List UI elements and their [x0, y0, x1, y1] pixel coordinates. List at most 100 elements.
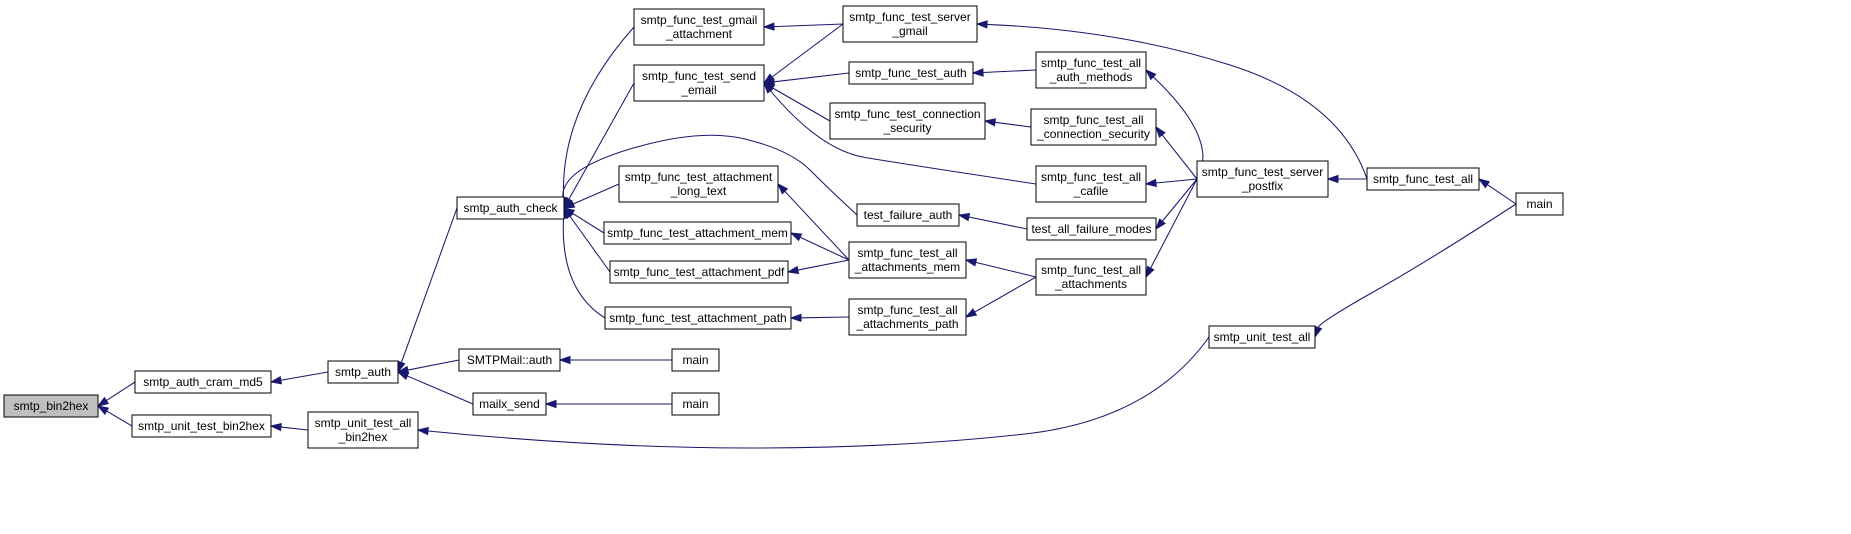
node-label: smtp_func_test_attachment_path — [609, 311, 786, 325]
node-label: smtp_func_test_connection — [834, 107, 980, 121]
arrowhead — [964, 308, 978, 318]
edge-attach-pdf-to-auth-check — [563, 206, 611, 273]
node-smtpmail-auth[interactable]: SMTPMail::auth — [458, 348, 561, 372]
node-unit-all-bin2hex[interactable]: smtp_unit_test_all_bin2hex — [307, 411, 419, 449]
node-box — [456, 196, 565, 220]
arrowhead — [396, 371, 410, 380]
node-box — [1026, 217, 1157, 241]
edge-line — [1317, 203, 1517, 328]
node-box — [633, 8, 765, 46]
node-conn-sec[interactable]: smtp_func_test_connection_security — [829, 102, 986, 140]
node-layer: smtp_bin2hex smtp_auth_cram_md5 smtp_unit_… — [3, 5, 1564, 449]
node-attach-pdf[interactable]: smtp_func_test_attachment_pdf — [609, 260, 789, 284]
node-label: _connection_security — [1036, 127, 1150, 141]
node-label: smtp_func_test_attachment_mem — [607, 226, 788, 240]
node-test-auth[interactable]: smtp_func_test_auth — [848, 61, 974, 85]
node-func-test-all[interactable]: smtp_func_test_all — [1366, 167, 1480, 191]
arrowhead — [975, 20, 988, 29]
node-mailx-send[interactable]: mailx_send — [472, 392, 547, 416]
node-unit-test-all[interactable]: smtp_unit_test_all — [1208, 325, 1316, 349]
node-box — [458, 348, 561, 372]
node-label: smtp_func_test_all — [1043, 113, 1143, 127]
node-box — [1515, 192, 1564, 216]
node-all-cafile[interactable]: smtp_func_test_all_cafile — [1035, 165, 1147, 203]
edge-line — [407, 359, 460, 371]
edge-line — [975, 261, 1037, 278]
node-attach-mem[interactable]: smtp_func_test_attachment_mem — [603, 221, 792, 245]
node-label: smtp_func_test_all — [1041, 170, 1141, 184]
arrowhead — [1477, 178, 1491, 189]
edge-line — [1486, 184, 1517, 205]
edge-line — [986, 23, 1368, 180]
node-bin2hex[interactable]: smtp_bin2hex — [3, 394, 99, 418]
node-all-auth-methods[interactable]: smtp_func_test_all_auth_methods — [1035, 51, 1147, 89]
node-box — [1366, 167, 1480, 191]
node-smtp-auth[interactable]: smtp_auth — [327, 360, 399, 384]
node-label: _auth_methods — [1049, 70, 1133, 84]
node-box — [327, 360, 399, 384]
node-main-c[interactable]: main — [1515, 192, 1564, 216]
node-label: smtp_func_test_server — [1202, 165, 1323, 179]
arrowhead — [983, 118, 996, 127]
edge-unit-bin2hex-to-bin2hex — [96, 405, 133, 427]
arrowhead — [971, 68, 984, 77]
node-cram-md5[interactable]: smtp_auth_cram_md5 — [134, 370, 272, 394]
edge-cram-md5-to-bin2hex — [96, 381, 136, 407]
node-box — [671, 392, 720, 416]
node-auth-check[interactable]: smtp_auth_check — [456, 196, 565, 220]
node-label: _attachments_path — [855, 317, 958, 331]
arrowhead — [269, 422, 282, 432]
node-label: smtp_func_test_all — [1041, 56, 1141, 70]
node-main-b[interactable]: main — [671, 392, 720, 416]
node-label: _attachment — [665, 27, 733, 41]
node-label: smtp_auth — [335, 365, 391, 379]
edge-line — [568, 82, 635, 200]
node-all-attach-mem[interactable]: smtp_func_test_all_attachments_mem — [848, 241, 967, 279]
edge-line — [1152, 76, 1204, 180]
node-attach-long[interactable]: smtp_func_test_attachment_long_text — [618, 165, 779, 203]
node-all-attach-path[interactable]: smtp_func_test_all_attachments_path — [848, 298, 967, 336]
arrowhead — [1144, 68, 1157, 81]
node-main-a[interactable]: main — [671, 348, 720, 372]
edge-main-b-to-mailx-send — [544, 399, 672, 409]
edge-line — [280, 371, 329, 381]
node-box — [671, 348, 720, 372]
arrowhead — [1155, 125, 1166, 138]
edge-attach-path-to-auth-check — [559, 206, 606, 319]
arrowhead — [96, 396, 110, 407]
edge-line — [106, 381, 136, 401]
node-server-gmail[interactable]: smtp_func_test_server_gmail — [842, 5, 978, 43]
node-box — [829, 102, 986, 140]
node-send-email[interactable]: smtp_func_test_send_email — [633, 64, 765, 102]
edge-line — [799, 236, 850, 261]
node-all-failure-modes[interactable]: test_all_failure_modes — [1026, 217, 1157, 241]
edge-main-a-to-smtpmail-auth — [558, 355, 672, 365]
node-failure-auth[interactable]: test_failure_auth — [856, 203, 960, 227]
arrowhead — [763, 81, 774, 94]
edge-line — [968, 216, 1028, 230]
edge-mailx-send-to-smtp-auth — [396, 371, 474, 405]
node-all-conn-sec[interactable]: smtp_func_test_all_connection_security — [1030, 108, 1157, 146]
edge-line — [562, 134, 858, 216]
edge-server-postfix-to-all-attachments — [1145, 178, 1198, 279]
arrowhead — [1145, 265, 1155, 279]
arrowhead — [789, 232, 803, 242]
node-box — [856, 203, 960, 227]
node-label: main — [1526, 197, 1552, 211]
node-unit-bin2hex[interactable]: smtp_unit_test_bin2hex — [131, 414, 272, 438]
node-box — [1035, 51, 1147, 89]
edge-line — [400, 207, 458, 363]
node-label: smtp_func_test_attachment — [625, 170, 773, 184]
node-attach-path[interactable]: smtp_func_test_attachment_path — [604, 306, 792, 330]
node-box — [848, 61, 974, 85]
edge-all-attachments-to-all-attach-mem — [964, 258, 1037, 278]
node-gmail-attach[interactable]: smtp_func_test_gmail_attachment — [633, 8, 765, 46]
node-label: SMTPMail::auth — [467, 353, 552, 367]
node-all-attachments[interactable]: smtp_func_test_all_attachments — [1035, 258, 1147, 296]
node-box — [604, 306, 792, 330]
node-label: mailx_send — [479, 397, 540, 411]
edge-all-attach-path-to-attach-path — [789, 313, 850, 323]
node-box — [3, 394, 99, 418]
node-box — [842, 5, 978, 43]
node-server-postfix[interactable]: smtp_func_test_server_postfix — [1196, 160, 1329, 198]
